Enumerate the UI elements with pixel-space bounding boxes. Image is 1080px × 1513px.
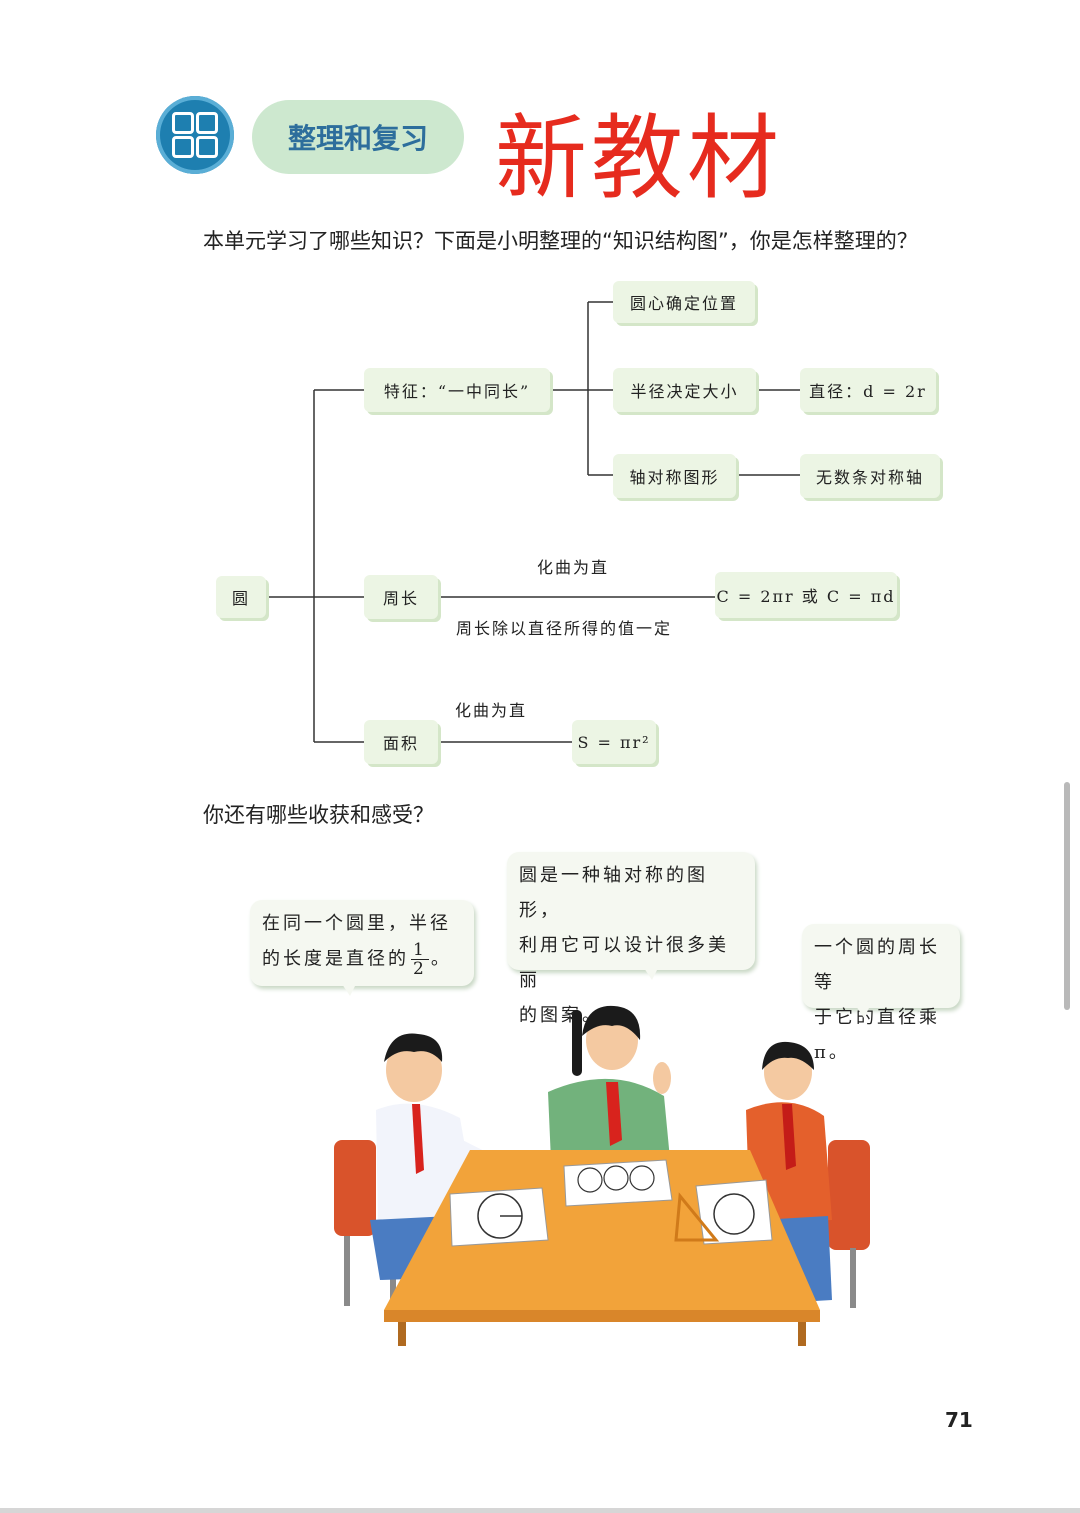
node-symmetry: 轴对称图形 [613,454,736,498]
node-perimeter: 周长 [364,575,438,619]
node-radius: 半径决定大小 [613,368,756,412]
bubble-right-tail [856,1006,870,1018]
bubble-left-line2-end: 。 [430,948,452,970]
perimeter-label-below: 周长除以直径所得的值一定 [456,619,673,638]
bubble-left-tail [342,984,356,996]
grid-app-icon [156,96,234,174]
node-feature: 特征：“一中同长” [364,368,550,412]
node-diameter: 直径：d = 2r [800,368,936,412]
bubble-right-line1: 一个圆的周长等 [814,937,940,993]
node-area-formula: S = πr² [572,720,656,764]
mindmap-connectors [266,301,800,743]
scrollbar-thumb[interactable] [1064,782,1070,1010]
fraction-denominator: 2 [413,959,427,979]
bubble-middle: 圆是一种轴对称的图形， 利用它可以设计很多美丽 的图案。 [507,852,755,1026]
fraction-numerator: 1 [411,940,429,960]
node-axes: 无数条对称轴 [800,454,940,498]
bubble-right-line2: 于它的直径乘π。 [814,1007,940,1063]
bubble-middle-line2: 利用它可以设计很多美丽 [519,935,729,991]
students-at-table-illustration [334,1005,870,1346]
page-number: 71 [945,1408,973,1432]
intro-text: 本单元学习了哪些知识？下面是小明整理的“知识结构图”，你是怎样整理的？ [203,229,918,253]
node-center: 圆心确定位置 [613,281,755,323]
bubble-right: 一个圆的周长等 于它的直径乘π。 [802,924,960,1063]
bubble-middle-tail [644,968,658,980]
question-text: 你还有哪些收获和感受？ [203,803,434,827]
node-area: 面积 [364,720,438,764]
right-chair [828,1140,870,1308]
bubble-middle-line1: 圆是一种轴对称的图形， [519,865,708,921]
bubble-left-line2-text: 的长度是直径的 [262,948,409,970]
section-title: 整理和复习 [252,100,464,174]
node-circle: 圆 [216,576,266,618]
table [384,1150,820,1346]
node-perimeter-formula: C = 2πr 或 C = πd [715,572,897,618]
bottom-divider [0,1508,1080,1513]
perimeter-label-above: 化曲为直 [537,558,610,577]
area-label-above: 化曲为直 [455,701,528,720]
new-textbook-stamp: 新教材 [495,105,784,212]
bubble-left-line1: 在同一个圆里，半径 [262,913,451,934]
